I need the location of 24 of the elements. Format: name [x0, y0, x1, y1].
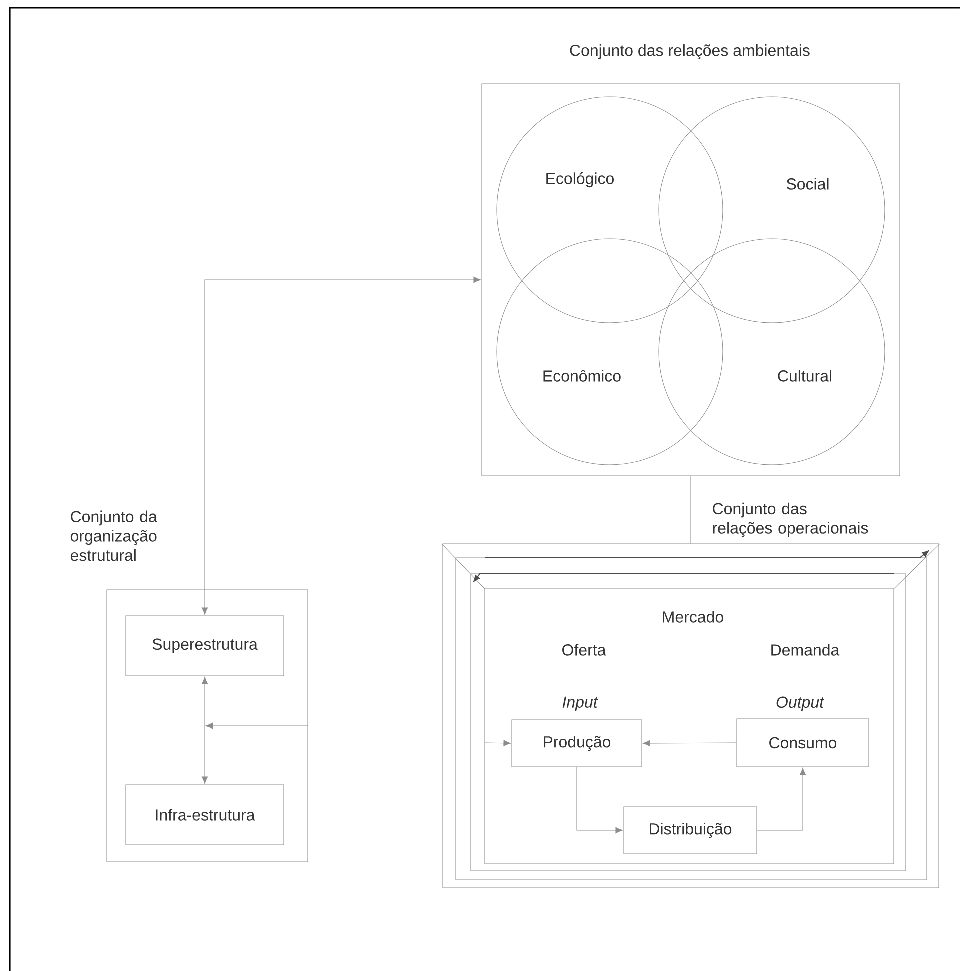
arrow [484, 740, 511, 746]
process-box: Produção [512, 720, 642, 768]
process-box: Superestrutura [126, 616, 284, 676]
process-box: Consumo [736, 718, 870, 768]
circle-label: Social [786, 178, 829, 190]
box-heading: Input [562, 696, 598, 712]
arrow [202, 677, 208, 784]
circle-label: Cultural [778, 370, 832, 382]
arrow [576, 767, 623, 834]
process-box: Distribuição [624, 806, 758, 854]
arrow [643, 740, 737, 747]
circle-label: Ecológico [546, 172, 614, 188]
arrow [757, 768, 806, 831]
box-heading: Output [776, 696, 825, 712]
arrow [206, 722, 309, 730]
circle-label: Econômico [544, 370, 621, 382]
group-heading: Conjunto das relações ambientais [570, 44, 810, 60]
group-heading: Conjunto da organização estrutural [70, 510, 158, 562]
section-label: Mercado [659, 608, 727, 626]
arrow [202, 276, 481, 615]
section-label: Demanda [768, 641, 842, 659]
process-box: Infra-estrutura [126, 784, 284, 846]
section-label: Oferta [559, 641, 609, 659]
group-heading: Conjunto das relações operacionais [713, 502, 868, 538]
